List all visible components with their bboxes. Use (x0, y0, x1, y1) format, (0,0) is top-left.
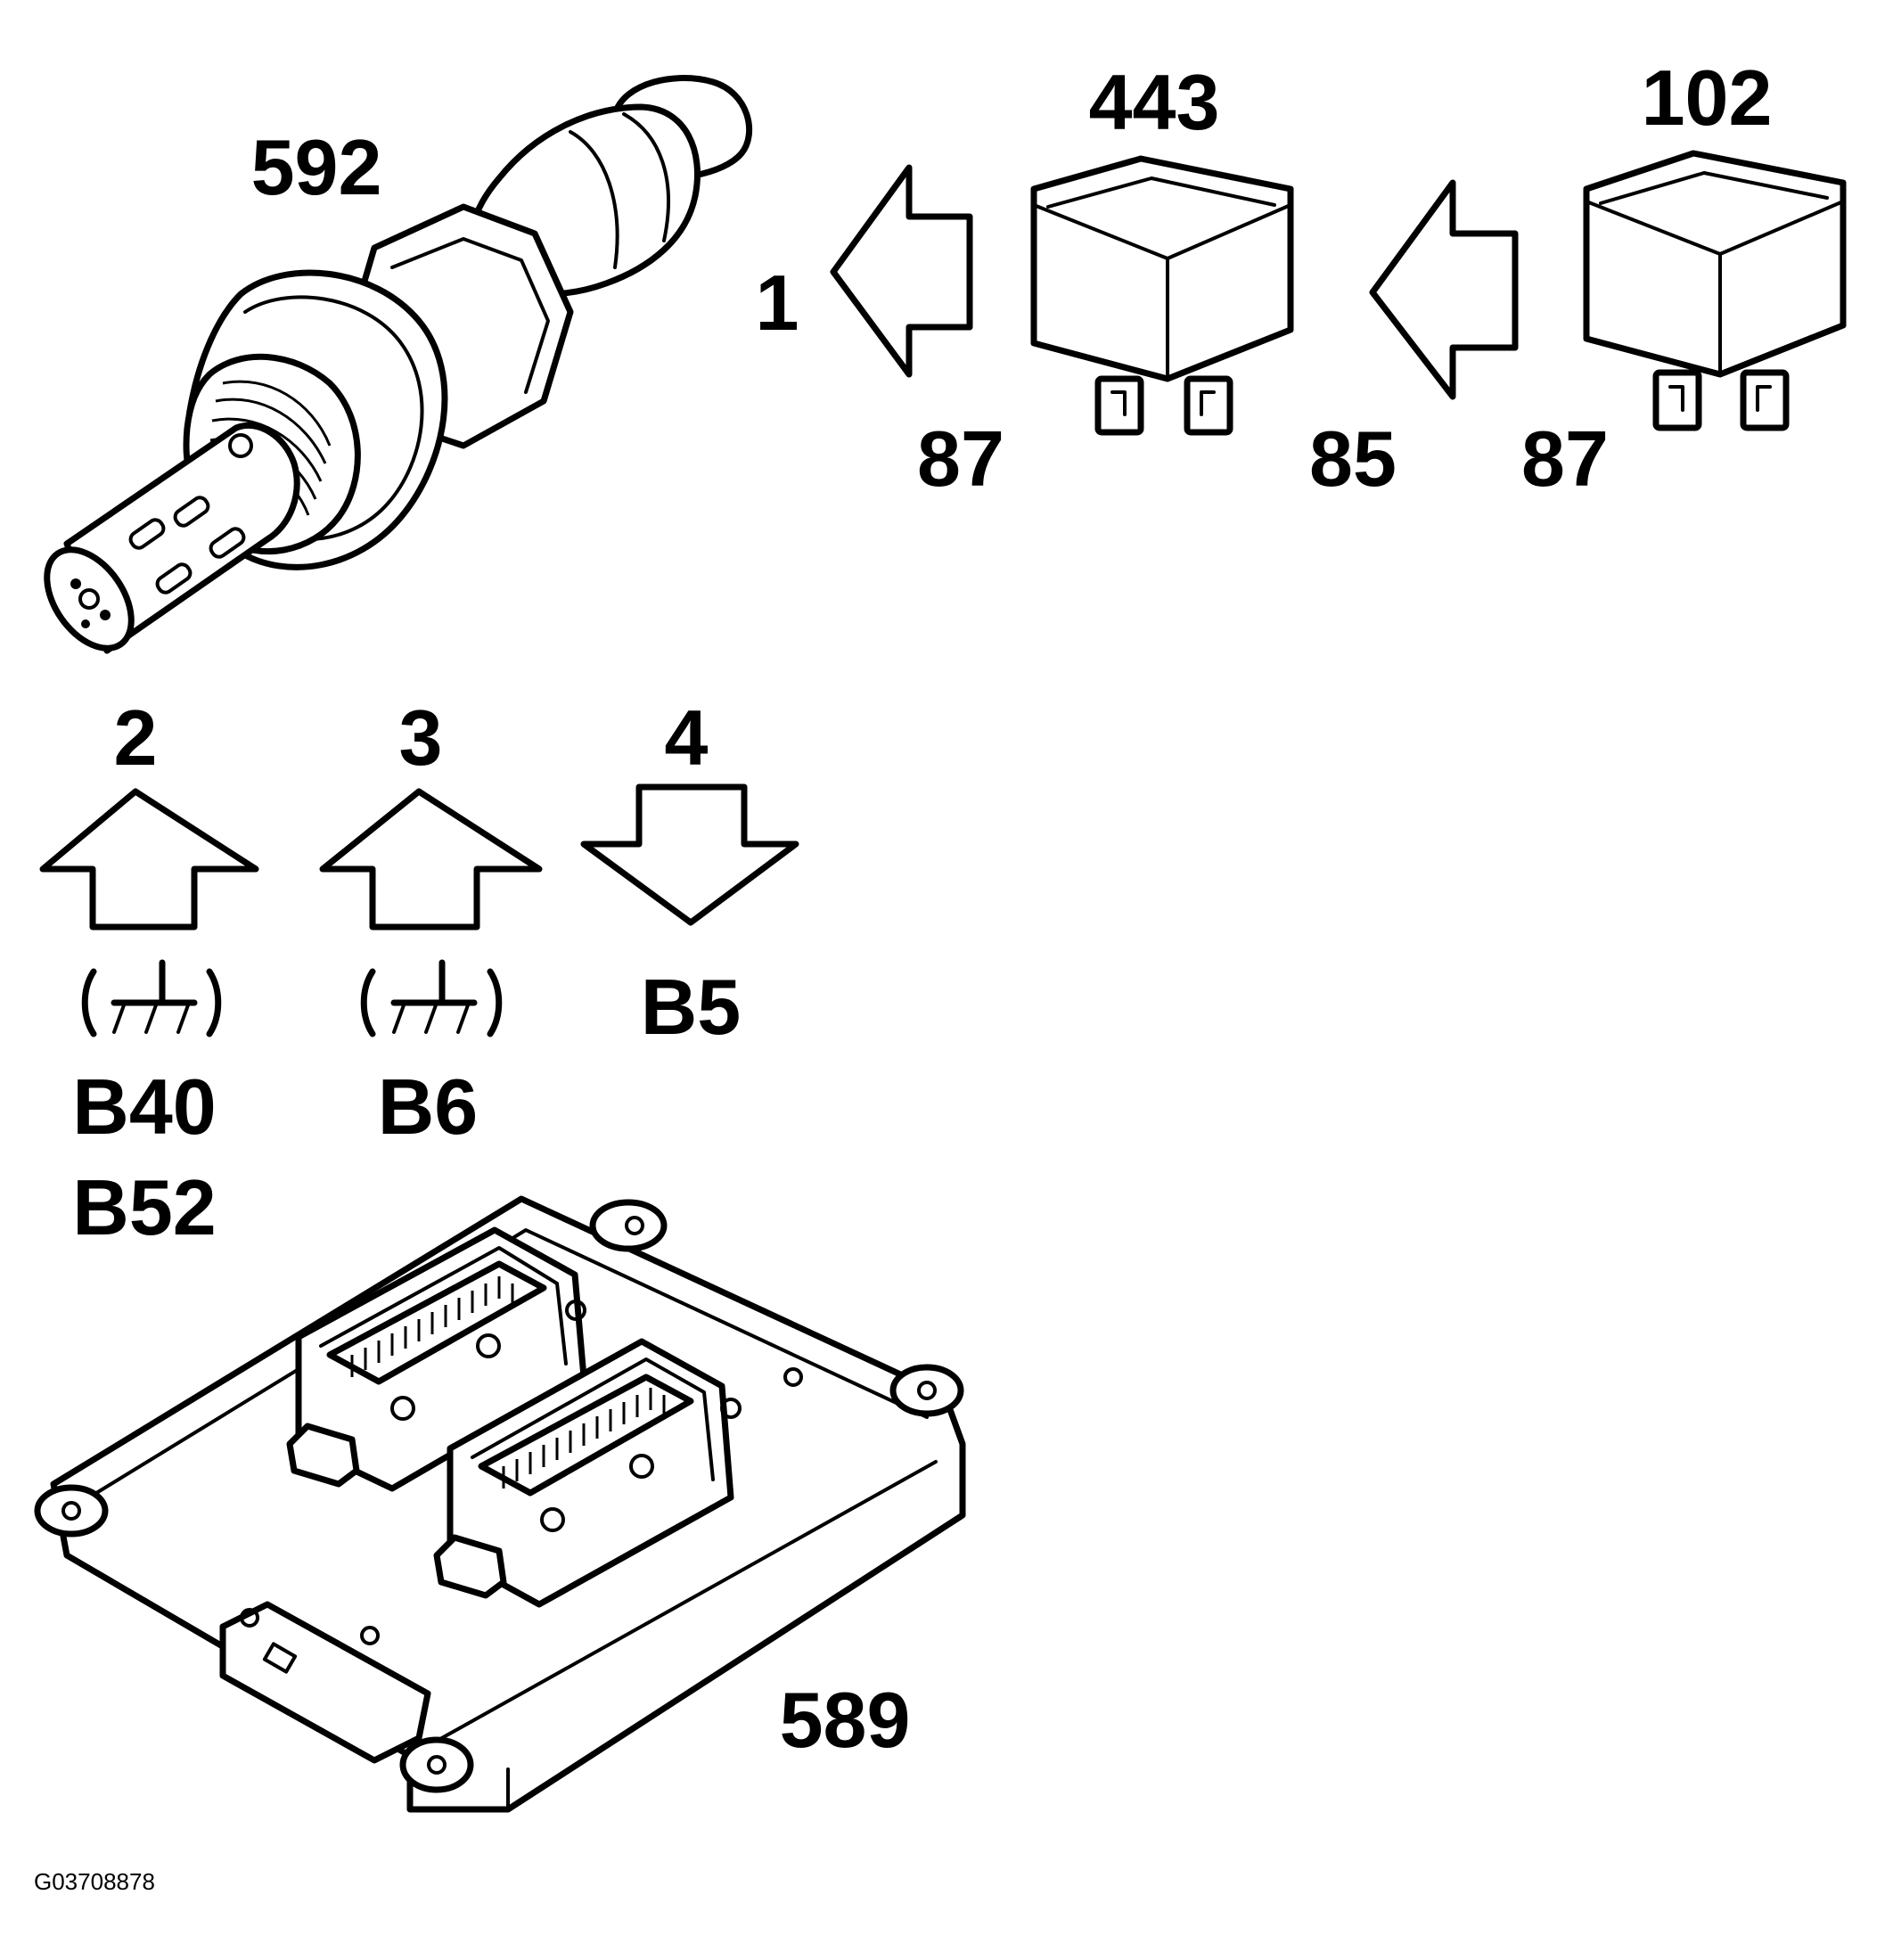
arrow-up-icon (319, 788, 543, 931)
relay-102-pin-left-label: 85 (1309, 414, 1397, 503)
fuse-b6-label: B6 (378, 1062, 479, 1151)
relay-102 (1583, 150, 1847, 431)
fuse-b40-label: B40 (72, 1062, 216, 1151)
arrow-left-icon (1369, 179, 1519, 400)
arrow-left-icon (830, 164, 973, 378)
step-1-label: 1 (756, 258, 799, 347)
figure-reference: G03708878 (34, 1868, 155, 1895)
relay-102-pin-right-label: 87 (1521, 414, 1609, 503)
arrow-up-icon (39, 788, 259, 931)
step-3-label: 3 (399, 693, 443, 782)
oxygen-sensor (44, 75, 752, 654)
connector-pins-icon (502, 1388, 666, 1488)
fuse-b5-label: B5 (641, 963, 742, 1051)
fuse-b52-label: B52 (72, 1163, 216, 1251)
relay-443-pin-label: 87 (917, 414, 1004, 503)
relay-443 (1030, 155, 1294, 436)
relay-443-label: 443 (1089, 58, 1220, 146)
step-4-label: 4 (665, 693, 709, 782)
ground-symbol-icon (81, 959, 222, 1037)
sensor-label: 592 (251, 123, 382, 211)
relay-102-label: 102 (1642, 53, 1773, 142)
connector-pins-icon (350, 1276, 514, 1377)
arrow-down-icon (580, 783, 799, 926)
ground-symbol-icon (360, 959, 503, 1037)
step-2-label: 2 (114, 693, 158, 782)
control-module-label: 589 (780, 1676, 911, 1764)
control-module (34, 1195, 966, 1813)
